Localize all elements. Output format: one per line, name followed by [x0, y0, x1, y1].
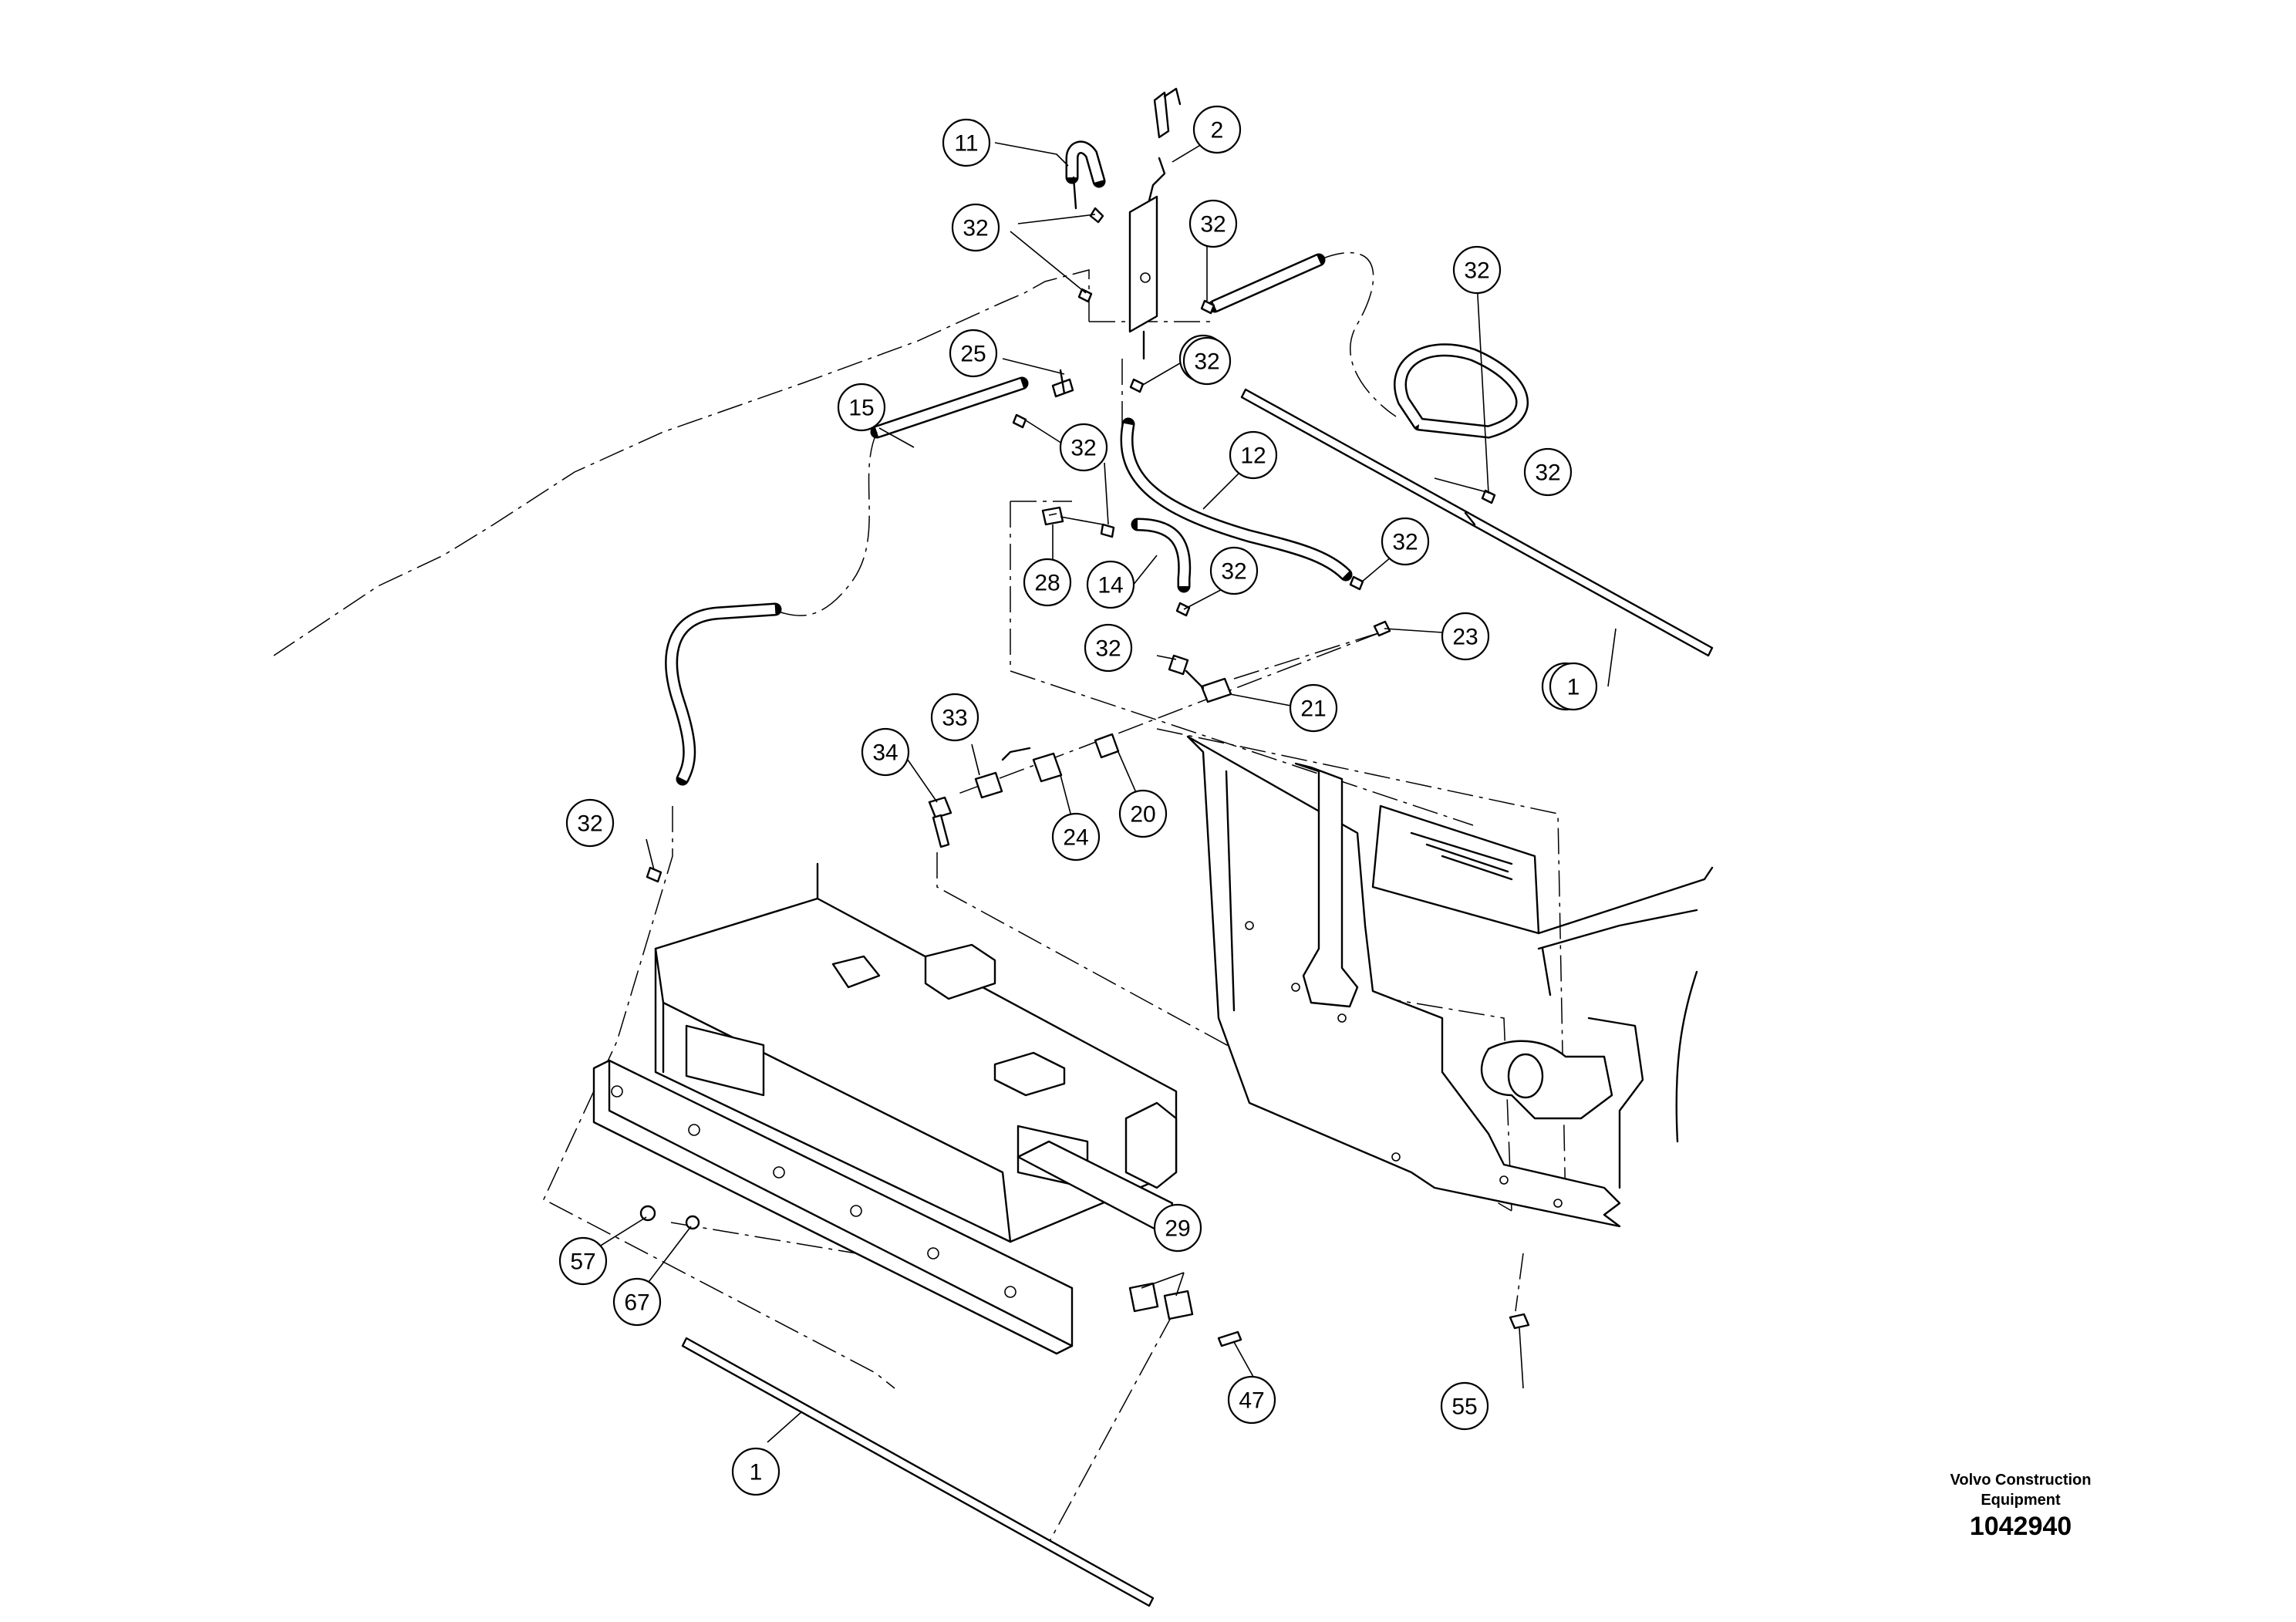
reference-lines — [273, 269, 1566, 1543]
callout-1: 1 — [1549, 662, 1598, 711]
publisher-line2: Equipment — [1981, 1492, 2061, 1509]
callout-label: 32 — [1200, 212, 1226, 238]
callout-label: 55 — [1451, 1394, 1477, 1420]
callout-label: 29 — [1165, 1216, 1190, 1242]
callout-32: 32 — [565, 798, 615, 848]
callout-label: 15 — [848, 396, 874, 421]
callout-24: 24 — [1051, 812, 1101, 862]
callout-29: 29 — [1153, 1203, 1202, 1253]
callout-14: 14 — [1086, 560, 1135, 609]
drawing-number: 1042940 — [1969, 1512, 2072, 1541]
callout-label: 2 — [1211, 118, 1224, 143]
callout-2: 2 — [1192, 105, 1242, 154]
callout-15: 15 — [837, 383, 886, 432]
callout-label: 28 — [1034, 571, 1060, 596]
callout-label: 25 — [960, 342, 986, 367]
callout-11: 11 — [942, 118, 991, 167]
callout-12: 12 — [1229, 430, 1278, 480]
callout-32: 32 — [1084, 623, 1133, 673]
callout-32: 32 — [1452, 245, 1502, 295]
callout-28: 28 — [1023, 558, 1072, 607]
callout-label: 32 — [1464, 258, 1489, 284]
callout-label: 20 — [1130, 802, 1155, 828]
callout-47: 47 — [1227, 1375, 1276, 1425]
callout-23: 23 — [1441, 612, 1490, 661]
callout-label: 14 — [1097, 573, 1123, 599]
callout-32: 32 — [1381, 517, 1430, 566]
callout-55: 55 — [1440, 1381, 1489, 1431]
callout-label: 12 — [1240, 443, 1266, 469]
callout-32: 32 — [1523, 447, 1573, 497]
cab-panel — [1186, 735, 1714, 1330]
frame-assembly — [592, 862, 1242, 1607]
callout-label: 47 — [1239, 1388, 1264, 1414]
hose-assembly — [646, 87, 1714, 883]
callout-label: 34 — [872, 740, 898, 766]
callout-label: 21 — [1300, 696, 1326, 722]
callout-label: 33 — [942, 706, 967, 731]
callout-label: 32 — [1070, 436, 1096, 461]
callout-67: 67 — [612, 1277, 662, 1327]
callout-32: 32 — [1188, 199, 1238, 248]
callout-label: 32 — [1095, 636, 1121, 662]
callout-label: 32 — [577, 811, 602, 837]
callout-label: 32 — [1194, 349, 1219, 375]
leader-lines — [584, 138, 1617, 1443]
callout-label: 11 — [954, 131, 978, 157]
callout-32: 32 — [1059, 423, 1108, 472]
callout-label: 24 — [1063, 825, 1088, 851]
callout-32: 32 — [1209, 546, 1259, 595]
callout-34: 34 — [861, 727, 910, 777]
callout-label: 23 — [1452, 625, 1478, 650]
callout-label: 67 — [624, 1290, 649, 1316]
callout-group: 1123232321025321532321232281432322323121… — [558, 105, 1598, 1496]
publisher-line1: Volvo Construction — [1950, 1472, 2092, 1489]
callout-25: 25 — [949, 329, 998, 378]
callout-32: 32 — [1182, 336, 1232, 386]
publisher-label: Volvo Construction Equipment — [1905, 1470, 2136, 1510]
callout-label: 32 — [1221, 559, 1246, 585]
callout-20: 20 — [1118, 789, 1168, 838]
callout-33: 33 — [930, 693, 979, 742]
callout-label: 32 — [1535, 460, 1560, 486]
callout-label: 32 — [963, 216, 988, 241]
callout-21: 21 — [1289, 683, 1338, 733]
callout-label: 1 — [1567, 675, 1580, 700]
callout-57: 57 — [558, 1236, 608, 1286]
callout-32: 32 — [951, 203, 1000, 252]
callout-label: 1 — [750, 1460, 763, 1485]
callout-label: 32 — [1392, 530, 1418, 555]
callout-label: 57 — [570, 1249, 595, 1275]
callout-1: 1 — [731, 1447, 781, 1496]
